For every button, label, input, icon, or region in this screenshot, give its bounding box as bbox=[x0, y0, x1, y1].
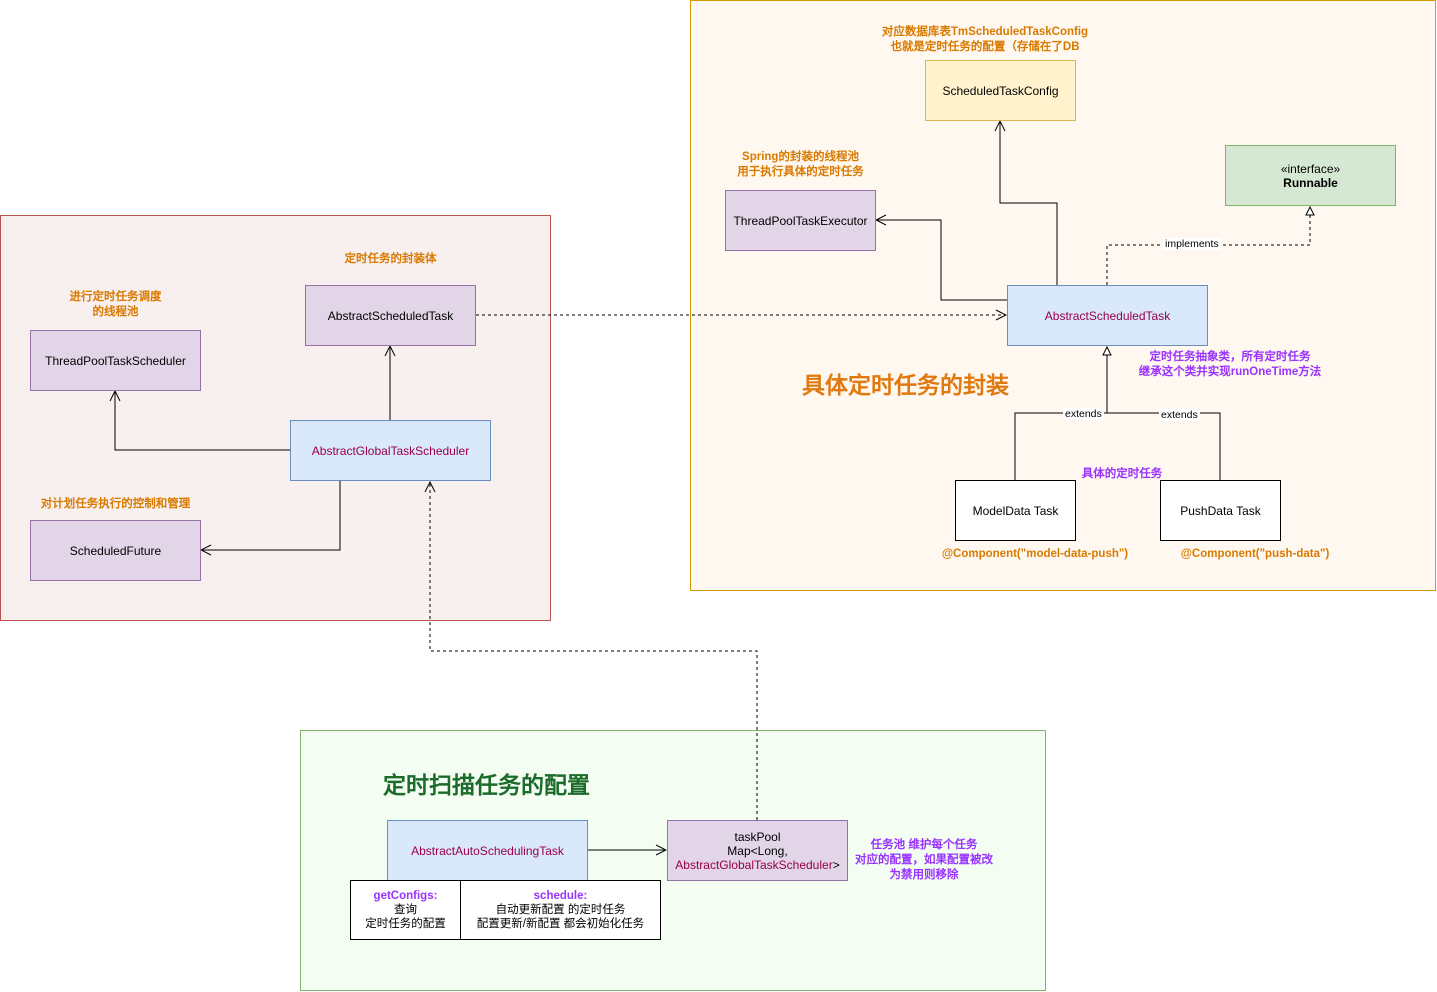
future-note: 对计划任务执行的控制和管理 bbox=[40, 498, 191, 510]
extends-label-right: extends bbox=[1159, 409, 1200, 421]
push-data-task-node[interactable]: PushData Task bbox=[1160, 480, 1281, 541]
edge-global-to-future bbox=[201, 481, 340, 550]
get-configs-key: getConfigs: bbox=[373, 890, 438, 902]
task-pool-note: 任务池 维护每个任务 对应的配置，如果配置被改 为禁用则移除 bbox=[855, 839, 993, 881]
task-pool-type-line: Map<Long, bbox=[727, 843, 788, 858]
task-pool-value-line: AbstractGlobalTaskScheduler> bbox=[675, 858, 839, 872]
bottom-group-title: 定时扫描任务的配置 bbox=[383, 772, 590, 798]
executor-note: Spring的封装的线程池 用于执行具体的定时任务 bbox=[737, 151, 864, 178]
thread-pool-task-executor-node[interactable]: ThreadPoolTaskExecutor bbox=[725, 190, 876, 251]
right-group-title: 具体定时任务的封装 bbox=[802, 372, 1009, 398]
task-pool-value-type: AbstractGlobalTaskScheduler bbox=[675, 857, 833, 872]
implements-label: implements bbox=[1163, 238, 1221, 250]
abstract-scheduled-task-right-node[interactable]: AbstractScheduledTask bbox=[1007, 285, 1208, 346]
thread-pool-task-scheduler-node[interactable]: ThreadPoolTaskScheduler bbox=[30, 330, 201, 391]
abstract-global-task-scheduler-node[interactable]: AbstractGlobalTaskScheduler bbox=[290, 420, 491, 481]
schedule-line2: 配置更新/新配置 都会初始化任务 bbox=[476, 918, 645, 930]
edge-global-to-threadpool-scheduler bbox=[115, 391, 290, 450]
thread-pool-scheduler-note: 进行定时任务调度 的线程池 bbox=[69, 291, 162, 318]
task-pool-value-close: > bbox=[832, 857, 840, 872]
push-component-annotation: @Component("push-data") bbox=[1180, 548, 1330, 560]
schedule-line1: 自动更新配置 的定时任务 bbox=[495, 904, 626, 916]
edge-task-implements-runnable bbox=[1106, 207, 1310, 285]
get-configs-method-box[interactable]: getConfigs: 查询 定时任务的配置 bbox=[350, 880, 461, 940]
abstract-scheduled-task-left-node[interactable]: AbstractScheduledTask bbox=[305, 285, 476, 346]
edge-taskpool-to-global bbox=[430, 482, 758, 820]
scheduled-task-config-node[interactable]: ScheduledTaskConfig bbox=[925, 60, 1076, 121]
scheduled-future-node[interactable]: ScheduledFuture bbox=[30, 520, 201, 581]
get-configs-line2: 定时任务的配置 bbox=[365, 918, 446, 930]
encapsulation-note: 定时任务的封装体 bbox=[344, 253, 437, 265]
edge-push-extends bbox=[1107, 412, 1221, 480]
edge-task-to-executor bbox=[876, 220, 1007, 300]
schedule-key: schedule: bbox=[533, 890, 588, 902]
edge-task-to-config bbox=[1000, 121, 1057, 285]
runnable-stereotype: «interface» bbox=[1280, 161, 1341, 176]
extends-label-left: extends bbox=[1063, 408, 1104, 420]
abstract-task-note: 定时任务抽象类，所有定时任务 继承这个类并实现runOneTime方法 bbox=[1138, 351, 1322, 378]
model-data-task-node[interactable]: ModelData Task bbox=[955, 480, 1076, 541]
get-configs-line1: 查询 bbox=[394, 904, 417, 916]
concrete-task-note: 具体的定时任务 bbox=[1081, 468, 1163, 480]
db-config-note: 对应数据库表TmScheduledTaskConfig 也就是定时任务的配置（存… bbox=[881, 26, 1089, 53]
task-pool-name: taskPool bbox=[734, 829, 781, 844]
schedule-method-box[interactable]: schedule: 自动更新配置 的定时任务 配置更新/新配置 都会初始化任务 bbox=[460, 880, 661, 940]
abstract-auto-scheduling-task-node[interactable]: AbstractAutoSchedulingTask bbox=[387, 820, 588, 881]
edge-model-extends bbox=[1014, 347, 1107, 480]
task-pool-node[interactable]: taskPool Map<Long, AbstractGlobalTaskSch… bbox=[667, 820, 848, 881]
model-component-annotation: @Component("model-data-push") bbox=[941, 548, 1129, 560]
runnable-name: Runnable bbox=[1283, 175, 1338, 190]
runnable-interface-node[interactable]: «interface» Runnable bbox=[1225, 145, 1396, 206]
